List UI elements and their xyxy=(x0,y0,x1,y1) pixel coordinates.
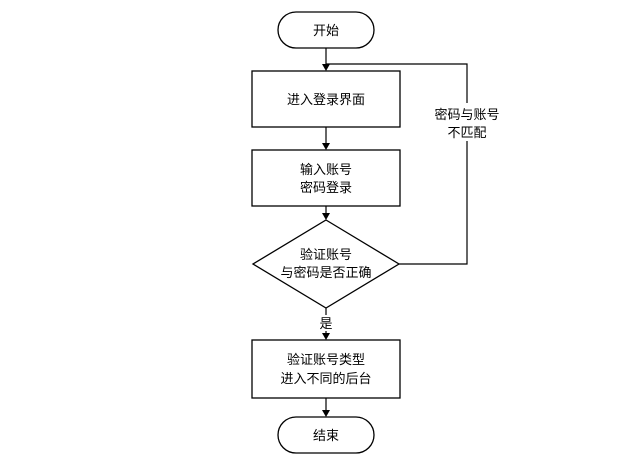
edge-route-to-end xyxy=(322,398,330,417)
end-node: 结束 xyxy=(277,416,375,454)
edge-start-to-login xyxy=(322,48,330,71)
input-line1: 输入账号 xyxy=(300,162,352,178)
end-label: 结束 xyxy=(313,429,339,444)
route-line2: 进入不同的后台 xyxy=(280,371,371,387)
edge-input-to-verify xyxy=(322,206,330,220)
verify-decision-node: 验证账号 与密码是否正确 xyxy=(251,219,401,309)
mismatch-label: 密码与账号 不匹配 xyxy=(426,103,508,141)
enter-login-label: 进入登录界面 xyxy=(287,93,365,108)
mismatch-line2: 不匹配 xyxy=(447,126,486,141)
edge-verify-to-route: 是 xyxy=(318,308,334,340)
yes-label: 是 xyxy=(319,317,332,332)
verify-line1: 验证账号 xyxy=(300,247,352,263)
input-credentials-node: 输入账号 密码登录 xyxy=(251,149,401,207)
route-backend-node: 验证账号类型 进入不同的后台 xyxy=(251,339,401,399)
route-line1: 验证账号类型 xyxy=(287,352,365,368)
edge-mismatch-loop xyxy=(326,63,468,265)
enter-login-node: 进入登录界面 xyxy=(251,70,401,128)
verify-line2: 与密码是否正确 xyxy=(280,265,371,281)
input-line2: 密码登录 xyxy=(300,180,352,196)
start-label: 开始 xyxy=(313,24,339,39)
start-node: 开始 xyxy=(277,11,375,49)
edge-login-to-input xyxy=(322,127,330,150)
mismatch-line1: 密码与账号 xyxy=(434,107,499,123)
